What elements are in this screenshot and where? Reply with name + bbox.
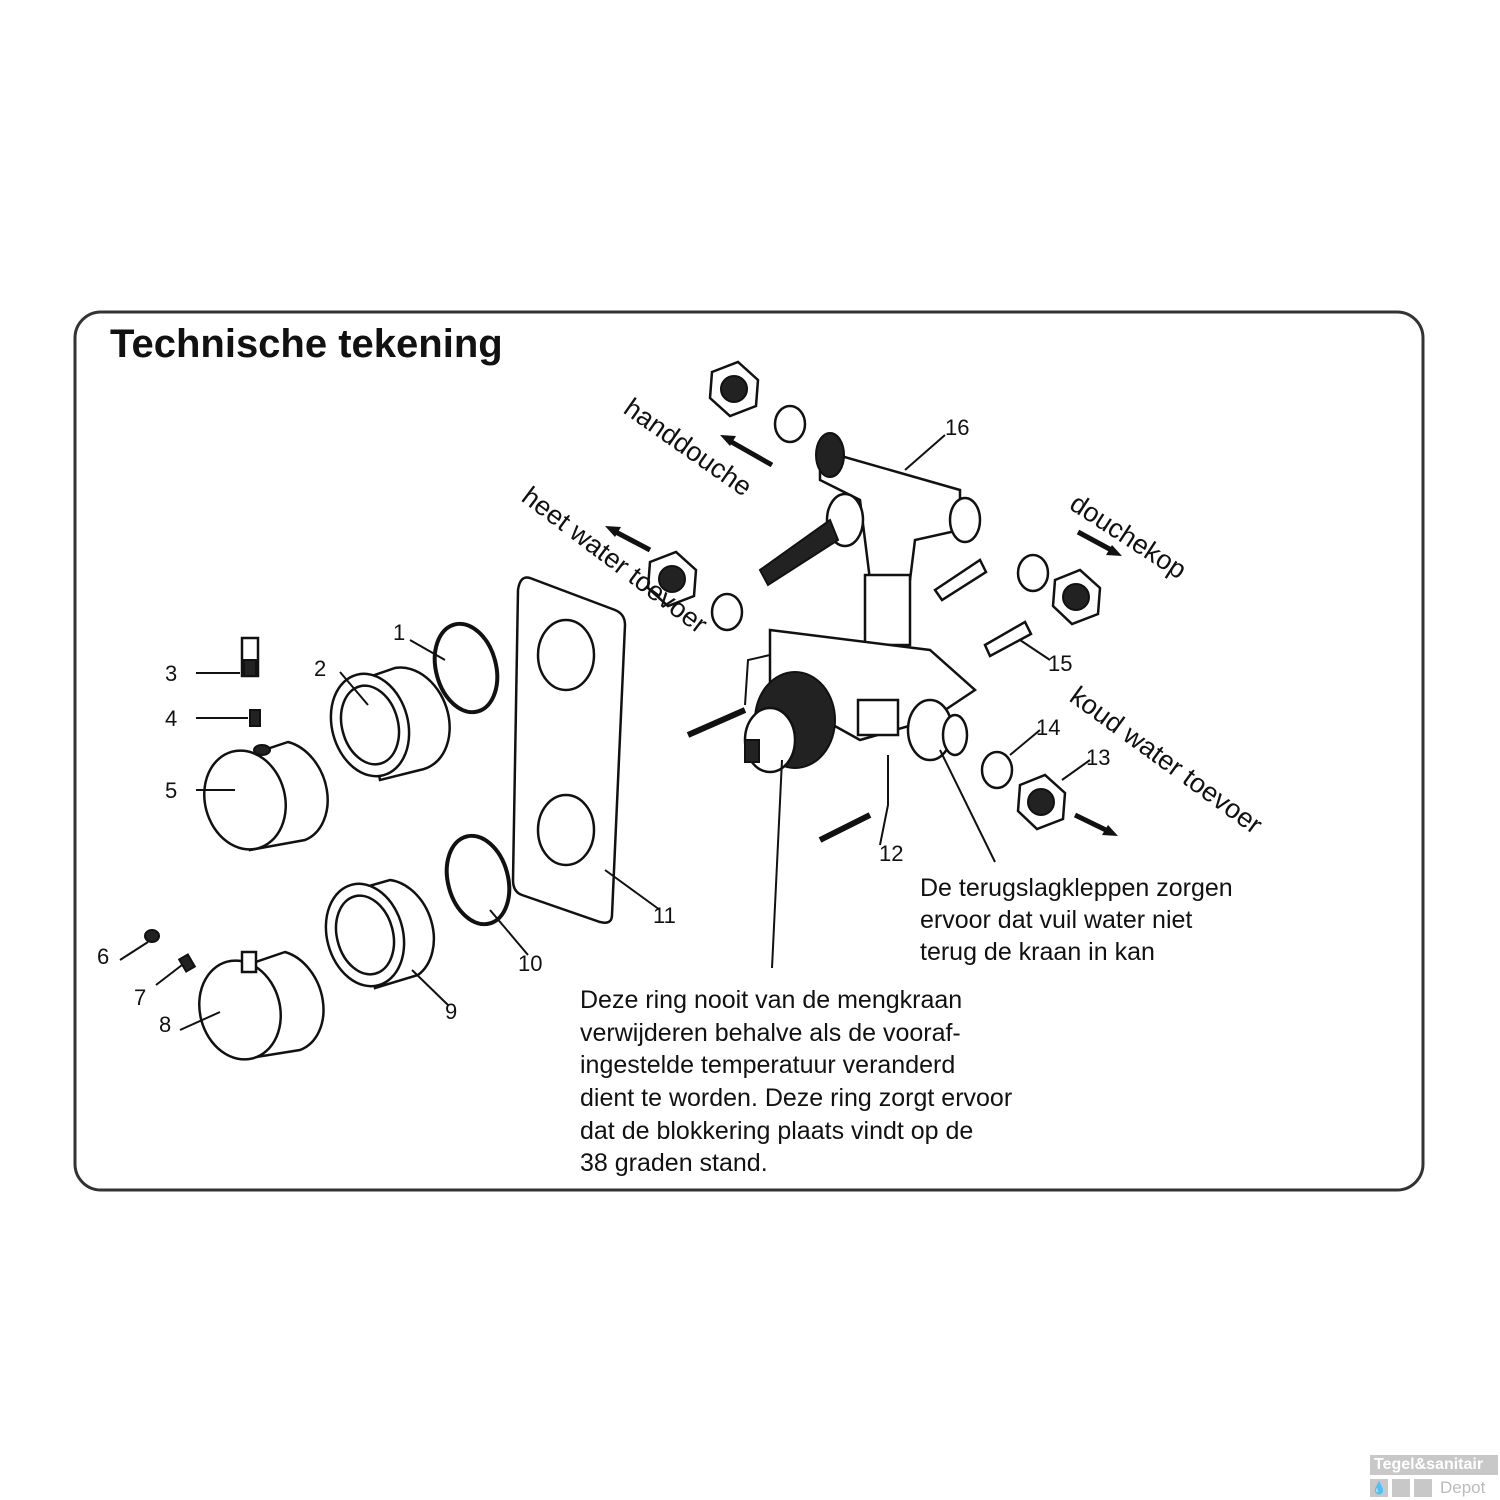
note-line: Deze ring nooit van de mengkraan [580,986,962,1014]
part-number-2: 2 [314,656,326,681]
nut-handdouche [708,360,760,418]
note-line: terug de kraan in kan [920,938,1155,966]
part-8-knob [198,950,325,1061]
part-14-ring [980,750,1014,790]
part-number-12: 12 [879,841,903,866]
part-13-nut [1016,773,1067,831]
part-1-o-ring [432,621,500,715]
note-line: 38 graden stand. [580,1149,768,1177]
part-4-screw [249,709,261,727]
part-5-knob [203,740,329,852]
part-3-pin [240,636,260,678]
part-number-9: 9 [445,999,457,1024]
part-number-1: 1 [393,620,405,645]
part-number-4: 4 [165,706,177,731]
part-6-screw [144,929,160,943]
note-line: dat de blokkering plaats vindt op de [580,1117,973,1145]
part-16-diverter [758,432,982,587]
part-number-11: 11 [653,903,676,928]
nut-hot-supply [646,550,698,608]
nut-douchekop [1051,568,1102,626]
part-7-screw [177,953,197,973]
part-number-6: 6 [97,944,109,969]
part-number-5: 5 [165,778,177,803]
ring-handdouche [773,404,807,444]
part-15-wall-plugs [933,558,1033,658]
note-ring: Deze ring nooit van de mengkraan verwijd… [580,986,1012,1177]
part-number-13: 13 [1086,745,1110,770]
note-check-valves: De terugslagkleppen zorgen ervoor dat vu… [920,874,1233,966]
part-number-14: 14 [1036,715,1060,740]
part-11-cover-plate [511,576,627,924]
watermark-line2: Depot [1440,1478,1486,1497]
note-line: ervoor dat vuil water niet [920,906,1192,934]
ring-hot-supply [710,592,744,632]
part-12-screws [686,707,872,843]
part-number-10: 10 [518,951,542,976]
tile-icon [1392,1479,1410,1497]
note-line: dient te worden. Deze ring zorgt ervoor [580,1084,1012,1112]
ring-douchekop [1016,553,1050,593]
watermark-logo: Tegel&sanitair 💧 Depot [1370,1455,1498,1498]
note-line: verwijderen behalve als de vooraf- [580,1019,961,1047]
note-line: ingestelde temperatuur veranderd [580,1051,955,1079]
part-number-8: 8 [159,1012,171,1037]
flow-arrows [605,435,1122,836]
tile-icon [1414,1479,1432,1497]
water-drop-icon: 💧 [1370,1479,1388,1497]
drawing-title: Technische tekening [110,322,503,366]
valve-body [743,573,978,774]
part-2-sleeve [329,666,451,782]
part-number-16: 16 [945,415,969,440]
watermark-line1: Tegel&sanitair [1370,1455,1498,1475]
part-number-15: 15 [1048,651,1072,676]
part-9-sleeve [324,878,436,990]
part-number-3: 3 [165,661,177,686]
part-10-o-ring [444,833,512,927]
leader-lines [119,434,1091,1031]
part-number-7: 7 [134,985,146,1010]
note-line: De terugslagkleppen zorgen [920,874,1233,902]
